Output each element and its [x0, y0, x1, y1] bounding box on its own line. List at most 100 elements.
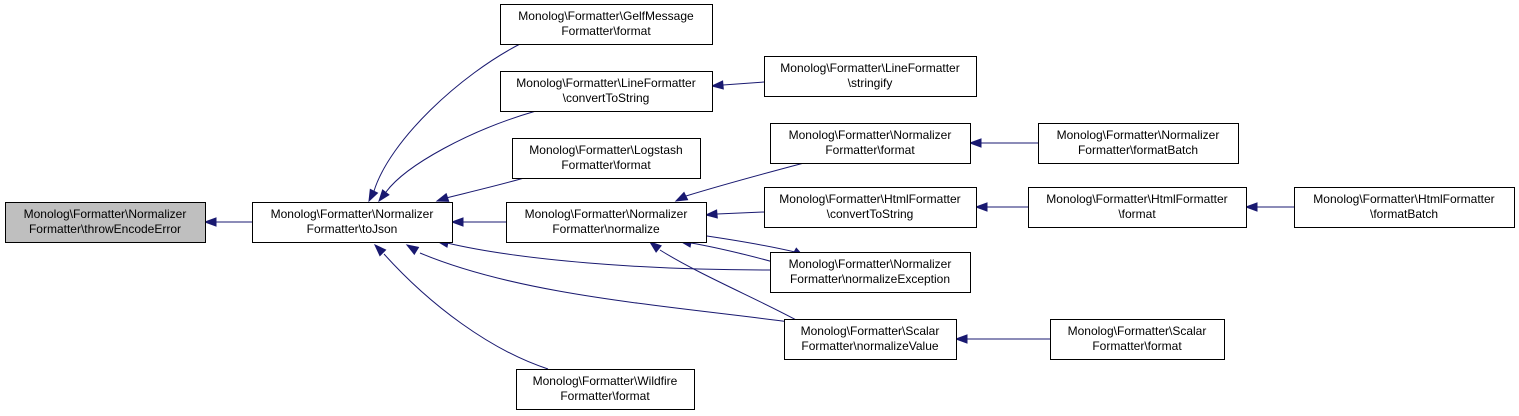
- node-label-line: Monolog\Formatter\Normalizer: [24, 207, 187, 221]
- edge-n9-to-n6: [674, 162, 805, 202]
- arrowhead: [954, 334, 968, 344]
- node-box: [1028, 187, 1247, 228]
- node-label-line: Monolog\Formatter\HtmlFormatter: [779, 192, 960, 206]
- node-label-line: Formatter\format: [560, 389, 650, 403]
- node-box: [1050, 319, 1225, 360]
- node-box: [500, 71, 713, 112]
- node-box: [500, 4, 713, 45]
- edge-n8-to-n4: [710, 80, 765, 90]
- node-n8[interactable]: Monolog\Formatter\LineFormatter\stringif…: [764, 56, 977, 97]
- edge-n16-to-n14: [1244, 202, 1294, 212]
- node-box: [764, 187, 977, 228]
- node-label-line: Formatter\format: [1092, 339, 1182, 353]
- arrowhead: [974, 202, 988, 212]
- node-label-line: Monolog\Formatter\Wildfire: [533, 374, 678, 388]
- edge-n3-to-n2: [368, 43, 521, 203]
- edge-line: [685, 162, 805, 197]
- edge-n5-to-n2: [435, 177, 525, 202]
- node-box: [764, 56, 977, 97]
- edge-line: [445, 177, 525, 199]
- node-label-line: Monolog\Formatter\HtmlFormatter: [1313, 192, 1494, 206]
- arrowhead: [378, 189, 390, 203]
- edge-layer: [203, 43, 1294, 370]
- node-n2[interactable]: Monolog\Formatter\NormalizerFormatter\to…: [252, 202, 453, 243]
- node-n1[interactable]: Monolog\Formatter\NormalizerFormatter\th…: [5, 202, 206, 243]
- node-box: [770, 123, 971, 164]
- node-box: [512, 138, 701, 179]
- node-n6[interactable]: Monolog\Formatter\NormalizerFormatter\no…: [506, 202, 707, 243]
- node-n11[interactable]: Monolog\Formatter\NormalizerFormatter\no…: [770, 252, 971, 293]
- node-n14[interactable]: Monolog\Formatter\HtmlFormatter\format: [1028, 187, 1247, 228]
- edge-n7-to-n2: [373, 243, 549, 370]
- edge-line: [722, 81, 765, 86]
- node-label-line: Monolog\Formatter\Logstash: [529, 143, 682, 157]
- node-n4[interactable]: Monolog\Formatter\LineFormatter\convertT…: [500, 71, 713, 112]
- node-label-line: \format: [1118, 207, 1156, 221]
- node-label-line: Formatter\normalizeException: [790, 272, 950, 286]
- node-n12[interactable]: Monolog\Formatter\ScalarFormatter\normal…: [784, 319, 957, 360]
- arrowhead: [674, 191, 689, 202]
- edge-line: [716, 211, 765, 215]
- node-n7[interactable]: Monolog\Formatter\WildfireFormatter\form…: [516, 369, 695, 410]
- node-label-line: Monolog\Formatter\Normalizer: [789, 128, 952, 142]
- edge-n11-to-n2: [435, 238, 771, 271]
- node-label-line: \convertToString: [563, 91, 650, 105]
- arrowhead: [704, 209, 718, 219]
- node-label-line: Formatter\format: [561, 24, 651, 38]
- edge-line: [373, 43, 521, 192]
- node-label-line: Monolog\Formatter\Scalar: [1068, 324, 1207, 338]
- edge-n14-to-n10: [974, 202, 1028, 212]
- edge-n4-to-n2: [378, 110, 537, 203]
- edge-line: [385, 110, 537, 193]
- node-label-line: Formatter\formatBatch: [1078, 143, 1198, 157]
- edge-line: [446, 242, 771, 271]
- edge-n2-to-n1: [203, 217, 252, 227]
- node-box: [784, 319, 957, 360]
- edge-line: [419, 252, 791, 323]
- edge-n15-to-n12: [954, 334, 1050, 344]
- node-n9[interactable]: Monolog\Formatter\NormalizerFormatter\fo…: [770, 123, 971, 164]
- node-label-line: Monolog\Formatter\LineFormatter: [516, 76, 695, 90]
- node-box: [5, 202, 206, 243]
- node-box: [506, 202, 707, 243]
- node-layer: Monolog\Formatter\NormalizerFormatter\th…: [5, 4, 1515, 410]
- arrowhead: [450, 217, 464, 227]
- arrowhead: [648, 241, 662, 253]
- node-label-line: Monolog\Formatter\Normalizer: [271, 207, 434, 221]
- node-n13[interactable]: Monolog\Formatter\NormalizerFormatter\fo…: [1038, 123, 1239, 164]
- node-label-line: Monolog\Formatter\Normalizer: [1057, 128, 1220, 142]
- edge-n12-to-n2: [405, 244, 791, 323]
- node-label-line: Formatter\toJson: [307, 222, 398, 236]
- edge-line: [659, 249, 801, 323]
- node-n5[interactable]: Monolog\Formatter\LogstashFormatter\form…: [512, 138, 701, 179]
- arrowhead: [368, 188, 379, 203]
- edge-n13-to-n9: [968, 138, 1038, 148]
- node-label-line: Formatter\normalize: [552, 222, 660, 236]
- node-label-line: Formatter\normalizeValue: [801, 339, 938, 353]
- arrowhead: [203, 217, 217, 227]
- arrowhead: [405, 244, 420, 256]
- node-box: [252, 202, 453, 243]
- arrowhead: [1244, 202, 1258, 212]
- node-label-line: \formatBatch: [1370, 207, 1438, 221]
- node-label-line: Monolog\Formatter\Normalizer: [789, 257, 952, 271]
- node-box: [1038, 123, 1239, 164]
- arrowhead: [435, 192, 450, 202]
- node-label-line: Formatter\format: [825, 143, 915, 157]
- node-n3[interactable]: Monolog\Formatter\GelfMessageFormatter\f…: [500, 4, 713, 45]
- arrowhead: [968, 138, 982, 148]
- node-label-line: Formatter\format: [561, 158, 651, 172]
- node-n16[interactable]: Monolog\Formatter\HtmlFormatter\formatBa…: [1294, 187, 1515, 228]
- node-label-line: Monolog\Formatter\Normalizer: [525, 207, 688, 221]
- arrowhead: [373, 243, 387, 257]
- node-label-line: Monolog\Formatter\LineFormatter: [780, 61, 959, 75]
- edge-n12-to-n6: [648, 241, 801, 323]
- edge-n6-to-n2: [450, 217, 506, 227]
- node-box: [516, 369, 695, 410]
- node-label-line: \stringify: [848, 76, 893, 90]
- node-n10[interactable]: Monolog\Formatter\HtmlFormatter\convertT…: [764, 187, 977, 228]
- edge-n10-to-n6: [704, 209, 765, 219]
- node-label-line: Monolog\Formatter\HtmlFormatter: [1046, 192, 1227, 206]
